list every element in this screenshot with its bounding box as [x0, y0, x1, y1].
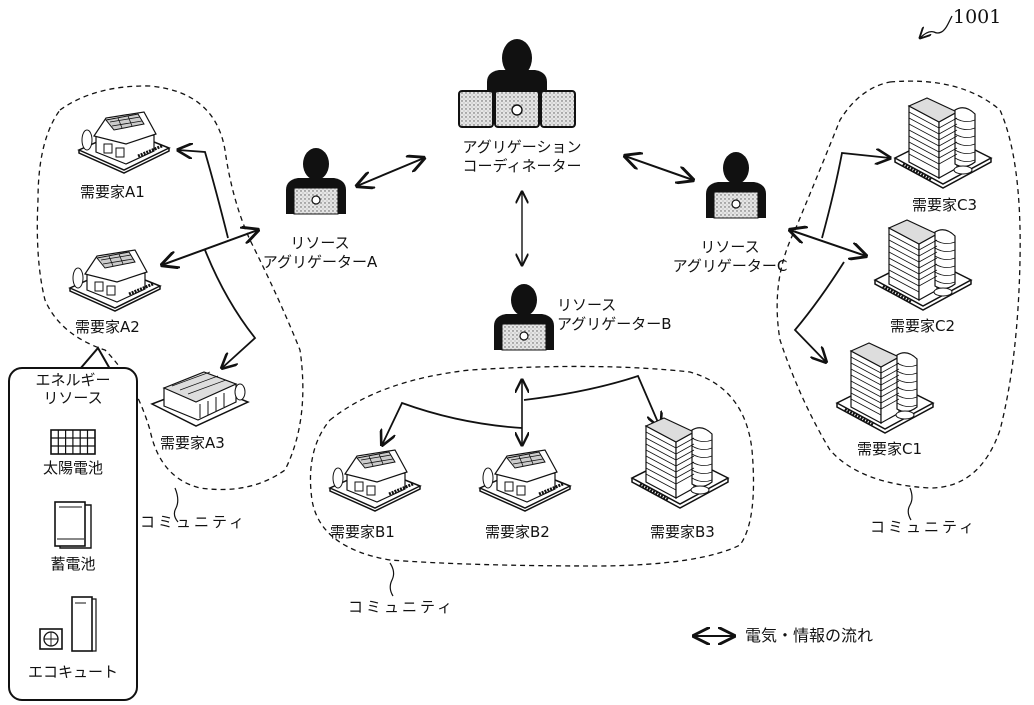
flow-arrow-coord-a	[357, 158, 424, 186]
figure-reference-number: 1001	[953, 6, 1002, 28]
aggregator-b-label-line2: アグリゲーターB	[557, 315, 672, 333]
flow-arrow-coord-c	[625, 156, 693, 180]
consumer-a3-icon	[151, 371, 249, 427]
aggregator-b-label-line1: リソース	[557, 296, 617, 314]
flow-arrow-a-a2	[162, 230, 258, 265]
aggregator-b-icon	[493, 283, 555, 351]
aggregator-a-label-line2: アグリゲーターA	[262, 253, 378, 271]
aggregator-c-label: リソース アグリゲーターC	[650, 238, 810, 276]
flow-arrow-a-a3	[204, 249, 257, 368]
consumer-b1-label: 需要家B1	[330, 523, 395, 541]
aggregator-c-label-line1: リソース	[700, 238, 760, 256]
community-label-b: コミュニティ	[348, 598, 456, 616]
coordinator-label-line2: コーディネーター	[462, 157, 582, 175]
flow-arrow-c-c1	[793, 261, 845, 362]
storage-battery-icon	[54, 501, 92, 549]
consumer-a2-icon	[68, 248, 162, 313]
coordinator-label-line1: アグリゲーション	[462, 138, 582, 156]
aggregator-b-label: リソース アグリゲーターB	[557, 296, 672, 334]
consumer-b1-icon	[328, 448, 422, 513]
consumer-c1-icon	[835, 341, 935, 435]
consumer-b3-icon	[630, 416, 730, 510]
energy-resources-title-line1: エネルギー	[35, 371, 111, 389]
legend-label: 電気・情報の流れ	[745, 626, 874, 645]
community-label-c: コミュニティ	[870, 518, 978, 536]
consumer-c1-label: 需要家C1	[857, 440, 923, 458]
community-leader-a	[173, 487, 179, 523]
consumer-b2-label: 需要家B2	[485, 523, 550, 541]
resource-label-ecocute: エコキュート	[27, 663, 118, 681]
community-boundary-b	[309, 365, 755, 567]
aggregator-c-label-line2: アグリゲーターC	[672, 257, 788, 275]
energy-resources-box: エネルギー リソース 太陽電池 蓄電池 エコキュート	[8, 367, 138, 701]
coordinator-icon	[458, 39, 576, 128]
community-boundary-c	[776, 80, 1021, 489]
aggregator-c-icon	[705, 151, 767, 219]
consumer-c2-label: 需要家C2	[890, 317, 956, 335]
consumer-a3-label: 需要家A3	[160, 434, 225, 452]
flow-arrow-c-c3	[821, 153, 890, 239]
flow-arrow-b-b3	[523, 374, 660, 427]
community-label-a: コミュニティ	[140, 513, 248, 531]
consumer-c2-icon	[873, 218, 973, 312]
solar-panel-icon	[50, 429, 96, 455]
resource-label-solar: 太陽電池	[42, 459, 103, 477]
energy-resources-title-line2: リソース	[43, 389, 103, 407]
ecocute-icon	[39, 596, 97, 652]
reference-leader-line	[920, 15, 953, 38]
coordinator-label: アグリゲーション コーディネーター	[447, 138, 597, 176]
resource-label-battery: 蓄電池	[50, 555, 96, 573]
community-leader-c	[907, 487, 913, 521]
consumer-a1-icon	[77, 110, 171, 175]
community-boundary-a	[36, 85, 304, 491]
aggregator-a-icon	[285, 147, 347, 215]
consumer-c3-label: 需要家C3	[912, 196, 978, 214]
consumer-a1-label: 需要家A1	[80, 183, 145, 201]
consumer-a2-label: 需要家A2	[75, 318, 140, 336]
aggregator-a-label-line1: リソース	[290, 234, 350, 252]
flow-arrow-c-c2	[790, 230, 866, 256]
community-leader-b	[389, 562, 395, 597]
consumer-c3-icon	[893, 96, 993, 190]
consumer-b2-icon	[478, 448, 572, 513]
energy-resource-pointer	[79, 346, 111, 370]
aggregator-a-label: リソース アグリゲーターA	[240, 234, 400, 272]
flow-arrow-b-b1	[382, 401, 523, 445]
flow-arrow-a-a1	[178, 150, 229, 239]
consumer-b3-label: 需要家B3	[650, 523, 715, 541]
